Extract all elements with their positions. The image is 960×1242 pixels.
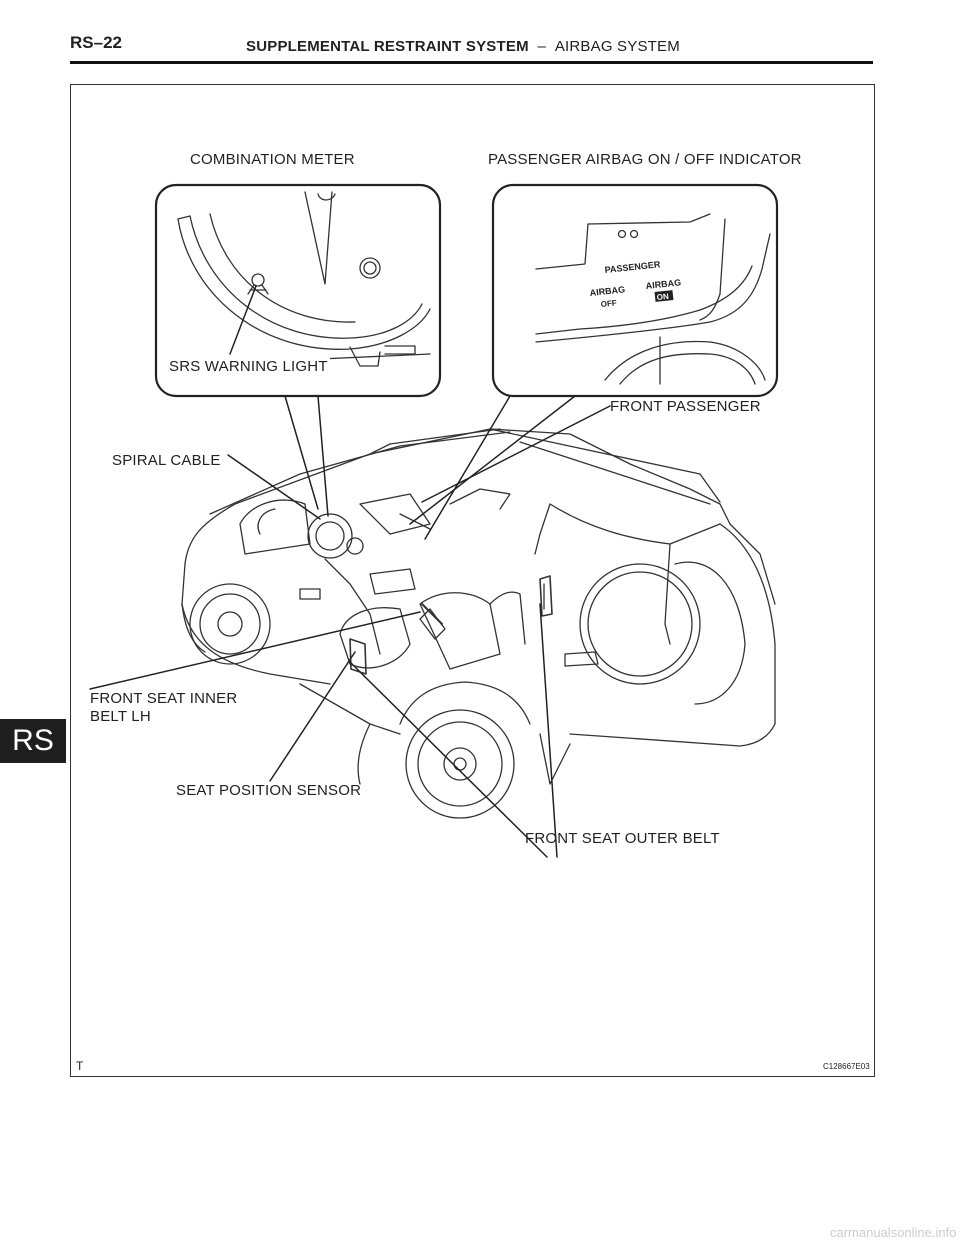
- indicator-on-box: ON: [654, 290, 674, 302]
- label-front-passenger: FRONT PASSENGER: [610, 398, 761, 415]
- figure-code: C128667E03: [823, 1062, 870, 1071]
- label-spiral-cable: SPIRAL CABLE: [112, 452, 221, 469]
- label-combination-meter: COMBINATION METER: [190, 151, 355, 168]
- airbag-system-diagram: PASSENGER AIRBAG OFF AIRBAG ON: [89, 183, 779, 858]
- label-front-seat-outer-belt: FRONT SEAT OUTER BELT: [525, 830, 720, 847]
- watermark-footer: carmanualsonline.info: [830, 1225, 957, 1240]
- section-title: SUPPLEMENTAL RESTRAINT SYSTEM: [246, 38, 529, 55]
- vehicle-drawing: [181, 428, 776, 819]
- title-separator: –: [537, 38, 547, 55]
- section-tab: RS: [0, 719, 66, 763]
- subsection-title: AIRBAG SYSTEM: [554, 38, 680, 55]
- combination-meter-inset: [154, 183, 442, 398]
- passenger-indicator-inset: [491, 183, 779, 398]
- indicator-airbag-off-text: AIRBAG: [589, 284, 625, 298]
- indicator-airbag-on-text: AIRBAG: [645, 277, 681, 291]
- label-passenger-airbag-indicator: PASSENGER AIRBAG ON / OFF INDICATOR: [488, 151, 802, 168]
- leader-lines: [89, 285, 611, 858]
- label-srs-warning-light: SRS WARNING LIGHT: [167, 358, 330, 375]
- indicator-off-text: OFF: [600, 298, 617, 309]
- page-title: SUPPLEMENTAL RESTRAINT SYSTEM – AIRBAG S…: [246, 38, 680, 55]
- indicator-on-text: ON: [656, 292, 669, 302]
- label-seat-position-sensor: SEAT POSITION SENSOR: [176, 782, 362, 799]
- figure-frame: [70, 84, 875, 1077]
- header-rule: [70, 61, 873, 64]
- figure-corner-mark: T: [76, 1059, 84, 1073]
- label-front-seat-inner-belt: FRONT SEAT INNER BELT LH: [90, 690, 238, 725]
- page-number: RS–22: [70, 33, 122, 52]
